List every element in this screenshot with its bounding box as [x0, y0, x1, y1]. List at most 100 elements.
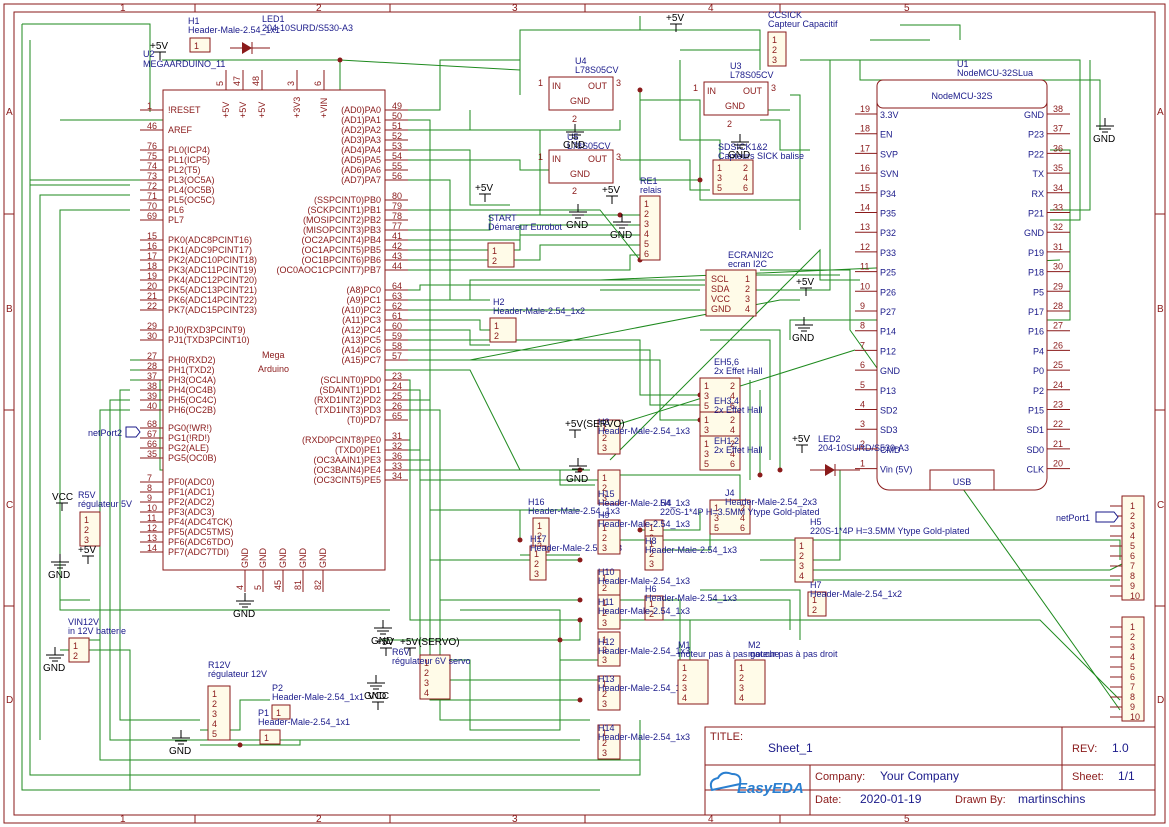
- power-net-label: +5V(SERVO): [565, 419, 625, 430]
- h5-name: 220S-1*4P H=3.5MM Ytype Gold-plated: [810, 526, 970, 536]
- m1-pin-number: 1: [682, 663, 687, 673]
- power-net-symbol: VCC: [368, 691, 389, 710]
- h5-pin-number: 1: [799, 541, 804, 551]
- mega-pin-number: 38: [147, 381, 157, 391]
- connector-pin-number: 3: [1130, 521, 1135, 531]
- zone-row-right: B: [1157, 304, 1164, 315]
- ground-label: GND: [1093, 134, 1115, 145]
- led1-designator: LED1: [262, 14, 285, 24]
- u5-in: IN: [552, 154, 561, 164]
- mega-pin-number: 6: [313, 81, 323, 86]
- h3-pin-number: 3: [602, 443, 607, 453]
- h11-pin-number: 2: [602, 608, 607, 618]
- nodemcu-pin-label: P2: [1033, 386, 1044, 396]
- mega-pin-label: !RESET: [168, 105, 201, 115]
- nodemcu-pin-number: 38: [1053, 104, 1063, 114]
- regulator-u3: U3 L78S05CV IN OUT GND 1 3 2: [693, 61, 776, 129]
- mega-pin-label: (OC2APCINT4)PB4: [301, 235, 381, 245]
- nodemcu-pin-number: 34: [1053, 183, 1063, 193]
- h4-pin-number: 1: [649, 523, 654, 533]
- sdsick-pin-number: 2: [743, 163, 748, 173]
- h12-pin-number: 2: [602, 645, 607, 655]
- ecran-name: ecran I2C: [728, 259, 768, 269]
- mega-pin-label: PF5(ADC5TMS): [168, 527, 234, 537]
- nodemcu-pin-label: P14: [880, 327, 896, 337]
- nodemcu-pin-label: CLK: [1026, 465, 1044, 475]
- mega-pin-number: 82: [313, 580, 323, 590]
- led1-symbol: LED1 204-10SURD/S530-A3: [230, 14, 353, 54]
- nodemcu-pin-number: 18: [860, 124, 870, 134]
- zone-col-top: 5: [904, 3, 910, 14]
- h15-pin-number: 1: [602, 473, 607, 483]
- power-net-symbol: +5V(SERVO): [400, 637, 460, 656]
- mega-pin-number: 33: [392, 461, 402, 471]
- re1-pin-number: 5: [644, 239, 649, 249]
- eh34-name: 2x Effet Hall: [714, 405, 762, 415]
- start-designator: START: [488, 213, 517, 223]
- sdsick-name: Capteurs SICK balise: [718, 151, 804, 161]
- eh12-pin-number: 3: [704, 449, 709, 459]
- drawn-value: martinschins: [1018, 792, 1085, 806]
- ccsick-name: Capteur Capacitif: [768, 19, 838, 29]
- mega-pin-number: 47: [232, 76, 242, 86]
- nodemcu-pin-number: 7: [860, 340, 865, 350]
- nodemcu-pin-label: P27: [880, 307, 896, 317]
- zone-col-top: 4: [708, 3, 714, 14]
- ground-label: GND: [169, 746, 191, 757]
- h16-designator: H16: [528, 497, 545, 507]
- m1-pin-number: 3: [682, 683, 687, 693]
- nodemcu-pin-label: P13: [880, 386, 896, 396]
- h15-name: Header-Male-2.54_1x3: [598, 498, 690, 508]
- mega-pin-label: (AD1)PA1: [341, 115, 381, 125]
- nodemcu-pin-label: GND: [1024, 110, 1045, 120]
- mega-pin-label: PK7(ADC15PCINT23): [168, 305, 257, 315]
- mega-pin-label: PH4(OC4B): [168, 385, 216, 395]
- mega-pin-number: 58: [392, 341, 402, 351]
- ground-label: GND: [566, 220, 588, 231]
- h13-pin-number: 2: [602, 689, 607, 699]
- m2-pin-number: 2: [739, 673, 744, 683]
- nodemcu-pin-number: 36: [1053, 143, 1063, 153]
- zone-row-right: A: [1157, 107, 1164, 118]
- ground-label: GND: [728, 150, 750, 161]
- r12v-pin-number: 2: [212, 699, 217, 709]
- mega-pin-number: 36: [392, 451, 402, 461]
- mega-pin-number: 22: [147, 301, 157, 311]
- sdsick-pin-number: 1: [717, 163, 722, 173]
- u4-pin-3: 3: [616, 78, 621, 88]
- led1-name: 204-10SURD/S530-A3: [262, 23, 353, 33]
- h13-name: Header-Male-2.54_1x3: [598, 683, 690, 693]
- nodemcu-pin-number: 16: [860, 163, 870, 173]
- h9-designator: H9: [598, 510, 610, 520]
- mega-pin-label: PJ1(TXD3PCINT10): [168, 335, 250, 345]
- mega-pin-number: 8: [147, 483, 152, 493]
- mega-pin-number: 24: [392, 381, 402, 391]
- mega-pin-label: (OC1APCINT5)PB5: [301, 245, 381, 255]
- h16-pin-number: 1: [537, 521, 542, 531]
- mega-pin-label: PJ0(RXD3PCINT9): [168, 325, 246, 335]
- mega-pin-number: 14: [147, 543, 157, 553]
- u4-pin-1: 1: [538, 78, 543, 88]
- mega-pin-label: +VIN: [319, 98, 329, 118]
- nodemcu-pin-label: P5: [1033, 287, 1044, 297]
- nodemcu-pin-number: 19: [860, 104, 870, 114]
- h11-pin-number: 1: [602, 598, 607, 608]
- nodemcu-pin-number: 21: [1053, 439, 1063, 449]
- mega-pin-label: (A12)PC4: [341, 325, 381, 335]
- nodemcu-pin-label: SD1: [1026, 425, 1044, 435]
- mega-pin-label: (A8)PC0: [346, 285, 381, 295]
- nodemcu-pin-label: P35: [880, 209, 896, 219]
- easyeda-logo: EasyEDA: [709, 771, 804, 797]
- mega-pin-number: 12: [147, 523, 157, 533]
- nodemcu-pin-number: 9: [860, 301, 865, 311]
- power-net-label: +5V: [376, 637, 394, 648]
- title-block: TITLE: Sheet_1 REV: 1.0 Company: Your Co…: [704, 726, 1156, 816]
- power-net-label: VCC: [52, 492, 73, 503]
- mega-pin-label: PH6(OC2B): [168, 405, 216, 415]
- connector-pin-number: 3: [1130, 642, 1135, 652]
